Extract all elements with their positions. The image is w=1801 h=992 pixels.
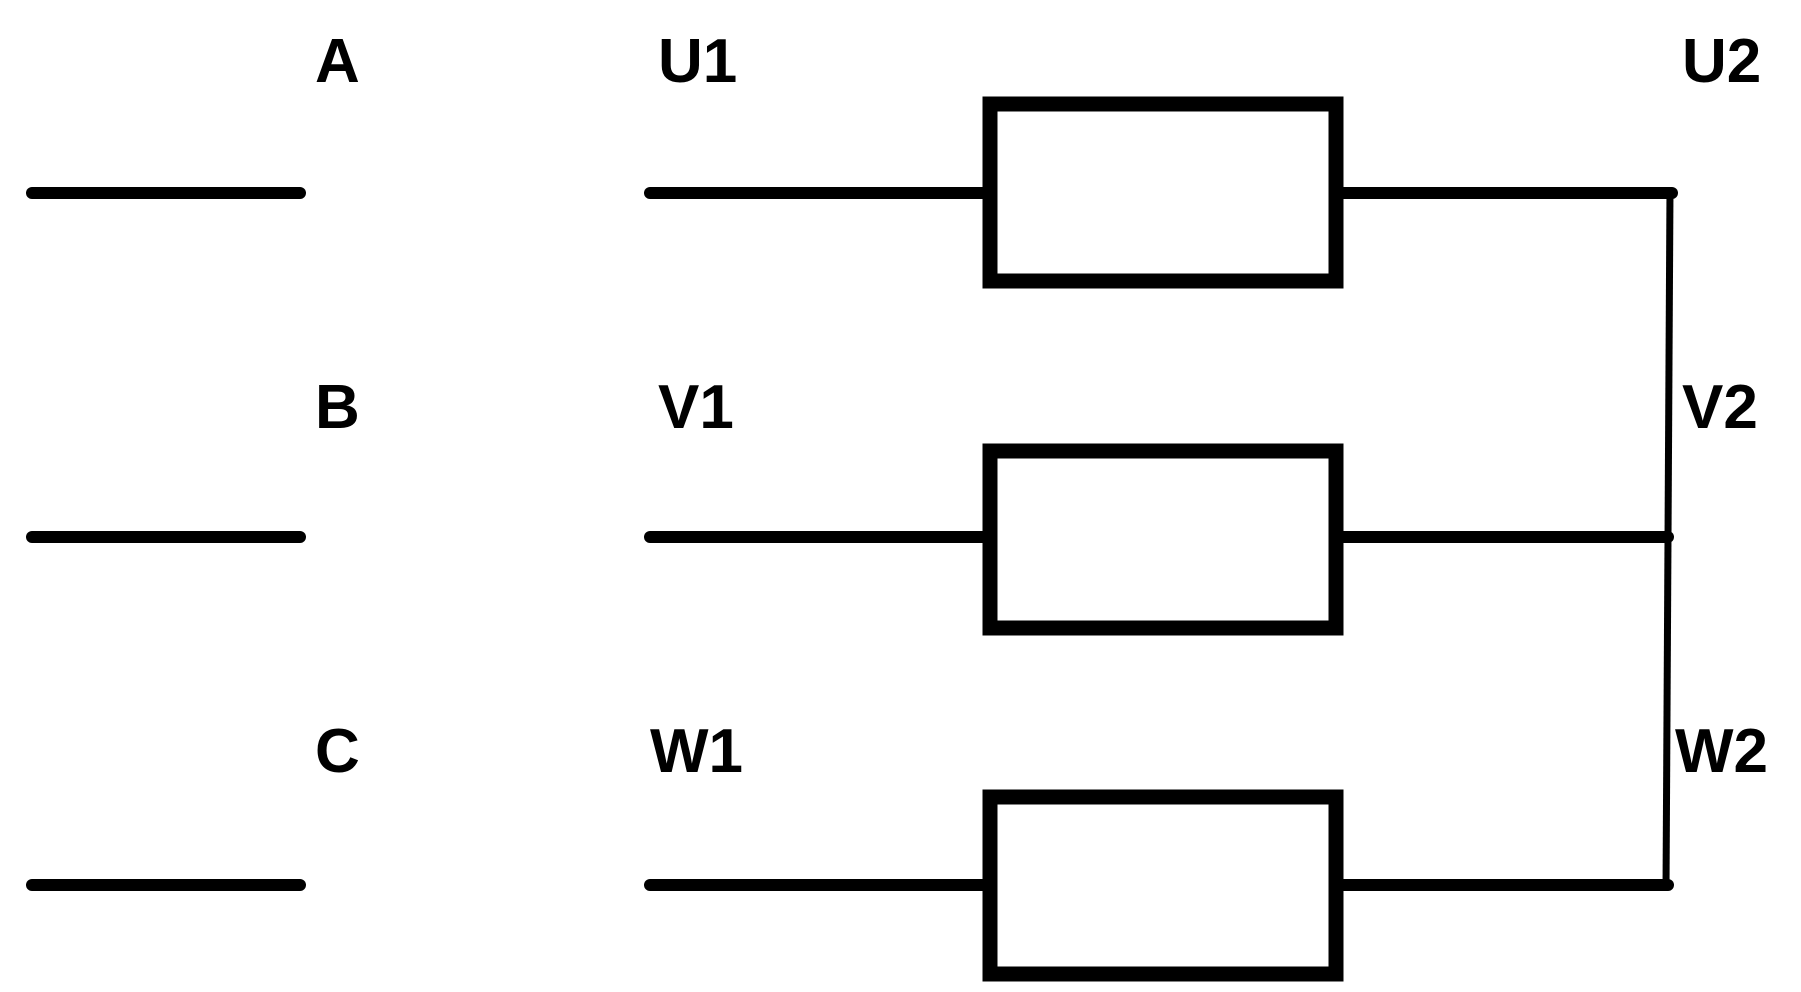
winding-end-label-v2: V2	[1682, 373, 1758, 442]
winding-start-label-w1: W1	[650, 717, 743, 786]
winding-start-label-u1: U1	[658, 27, 737, 96]
winding-w	[982, 789, 1344, 982]
winding-v	[982, 443, 1344, 636]
supply-label-b: B	[315, 373, 360, 442]
winding-end-label-u2: U2	[1682, 27, 1761, 96]
supply-label-c: C	[315, 717, 360, 786]
winding-start-label-v1: V1	[658, 373, 734, 442]
supply-label-a: A	[315, 27, 360, 96]
winding-end-label-w2: W2	[1675, 717, 1768, 786]
winding-u	[982, 96, 1344, 289]
star-point-bus	[1662, 187, 1674, 891]
